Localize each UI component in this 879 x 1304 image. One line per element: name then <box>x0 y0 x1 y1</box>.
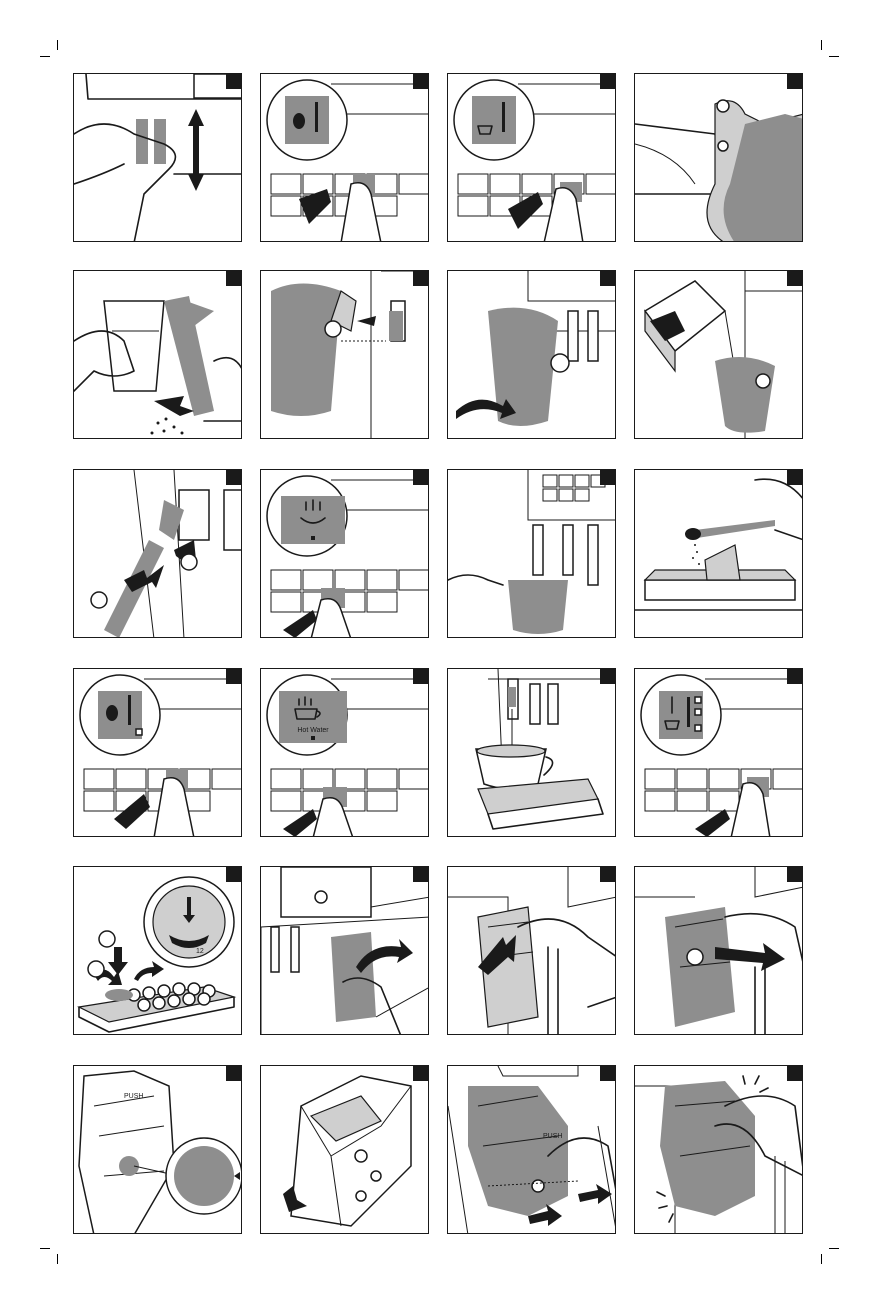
step-number-badge <box>413 74 428 89</box>
milk-jug-steam-icon <box>448 470 616 638</box>
step-number-badge <box>787 271 802 286</box>
step-number-badge <box>413 470 428 485</box>
ground-coffee-scoop-icon <box>635 470 803 638</box>
step-number-badge <box>787 669 802 684</box>
hot-water-button-press-icon: Hot Water <box>261 669 429 837</box>
carafe-attach-icon <box>261 271 429 439</box>
panel-brew-group-lever <box>260 1065 429 1234</box>
strength-button-press-icon <box>261 74 429 242</box>
panel-carafe-rotate <box>447 270 616 439</box>
panel-quantity-setting-press <box>634 668 803 837</box>
panel-ground-coffee-scoop <box>634 469 803 638</box>
panel-brew-group-push <box>447 866 616 1035</box>
brew-group-insert-icon: PUSH <box>448 1066 616 1234</box>
panel-brew-group-click <box>634 1065 803 1234</box>
panel-strength-button-press <box>260 73 429 242</box>
step-number-badge <box>413 867 428 882</box>
panel-coffee-dispense <box>447 668 616 837</box>
panel-steam-button-press <box>260 469 429 638</box>
crop-mark-br-v <box>821 1254 822 1264</box>
milk-spout-adjust-icon <box>74 74 242 242</box>
step-number-badge <box>413 669 428 684</box>
brew-group-lever-icon <box>261 1066 429 1234</box>
panel-pour-milk <box>634 270 803 439</box>
step-number-badge <box>600 74 615 89</box>
crop-mark-bl-v <box>57 1254 58 1264</box>
panel-quantity-button-press <box>447 73 616 242</box>
crop-mark-tl-v <box>57 40 58 50</box>
brew-group-push-label-icon: PUSH <box>74 1066 242 1234</box>
panel-ground-coffee-button-press <box>73 668 242 837</box>
panel-milk-tube-connect <box>73 469 242 638</box>
step-number-badge <box>226 470 241 485</box>
step-number-badge <box>787 867 802 882</box>
step-number-badge <box>413 1066 428 1081</box>
brew-group-click-icon <box>635 1066 803 1234</box>
step-number-badge <box>600 271 615 286</box>
steam-button-press-icon <box>261 470 429 638</box>
grinder-knob-turn-icon: 12 <box>74 867 242 1035</box>
pour-milk-icon <box>635 271 803 439</box>
milk-carafe-rinse-icon <box>74 271 242 439</box>
step-number-badge <box>600 470 615 485</box>
crop-mark-br-h <box>829 1248 839 1249</box>
step-number-badge <box>600 1066 615 1081</box>
push-label: PUSH <box>124 1093 143 1100</box>
step-number-badge <box>226 74 241 89</box>
panel-carafe-attach <box>260 270 429 439</box>
milk-tube-connect-icon <box>74 470 242 638</box>
step-number-badge <box>226 1066 241 1081</box>
push-label: PUSH <box>543 1133 562 1140</box>
step-number-badge <box>787 470 802 485</box>
step-number-badge <box>226 867 241 882</box>
panel-brew-group-remove <box>634 866 803 1035</box>
coffee-dispense-icon <box>448 669 616 837</box>
step-number-badge <box>600 867 615 882</box>
quantity-setting-press-icon <box>635 669 803 837</box>
crop-mark-tl-h <box>40 56 50 57</box>
brew-group-push-icon <box>448 867 616 1035</box>
carafe-rotate-icon <box>448 271 616 439</box>
crop-mark-bl-h <box>40 1248 50 1249</box>
grinder-dial-label: 12 <box>196 948 204 955</box>
step-number-badge <box>413 271 428 286</box>
ground-coffee-button-press-icon <box>74 669 242 837</box>
step-number-badge <box>226 271 241 286</box>
quantity-button-press-icon <box>448 74 616 242</box>
panel-service-door-open <box>260 866 429 1035</box>
step-number-badge <box>787 1066 802 1081</box>
brew-group-remove-icon <box>635 867 803 1035</box>
crop-mark-tr-h <box>829 56 839 57</box>
milk-carafe-tube-icon <box>635 74 803 242</box>
crop-mark-tr-v <box>821 40 822 50</box>
panel-milk-carafe-rinse <box>73 270 242 439</box>
panel-hot-water-button-press: Hot Water <box>260 668 429 837</box>
panel-brew-group-push-label: PUSH <box>73 1065 242 1234</box>
panel-milk-spout-adjust <box>73 73 242 242</box>
panel-milk-carafe-tube <box>634 73 803 242</box>
step-number-badge <box>787 74 802 89</box>
panel-brew-group-insert: PUSH <box>447 1065 616 1234</box>
service-door-open-icon <box>261 867 429 1035</box>
step-number-badge <box>226 669 241 684</box>
step-number-badge <box>600 669 615 684</box>
panel-grinder-knob-turn: 12 <box>73 866 242 1035</box>
panel-milk-jug-steam <box>447 469 616 638</box>
hot-water-label: Hot Water <box>297 727 329 734</box>
